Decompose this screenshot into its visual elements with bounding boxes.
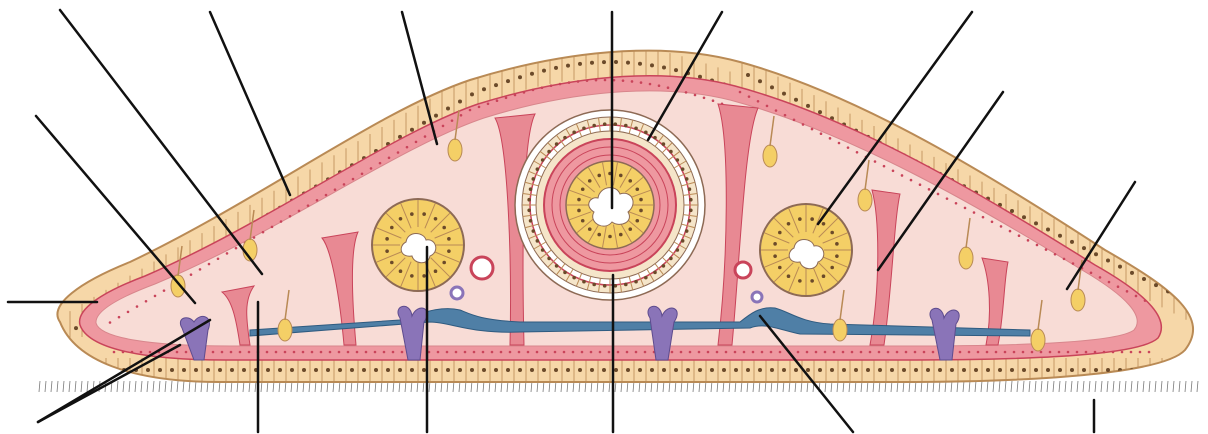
gland-cell [1031,329,1045,351]
excretory-tubule [735,262,751,278]
gland-cell [833,319,847,341]
gland-cell [1071,289,1085,311]
leader-line [210,12,290,195]
gland-cell [858,189,872,211]
excretory-tubule [451,287,463,299]
excretory-tubule [471,257,493,279]
intestine-left [372,199,464,291]
gland-cell [763,145,777,167]
pharynx [515,110,705,300]
intestine-right [760,204,852,296]
excretory-tubule [752,292,762,302]
gland-cell [959,247,973,269]
leader-line [60,10,262,274]
gland-cell [278,319,292,341]
gland-cell [448,139,462,161]
